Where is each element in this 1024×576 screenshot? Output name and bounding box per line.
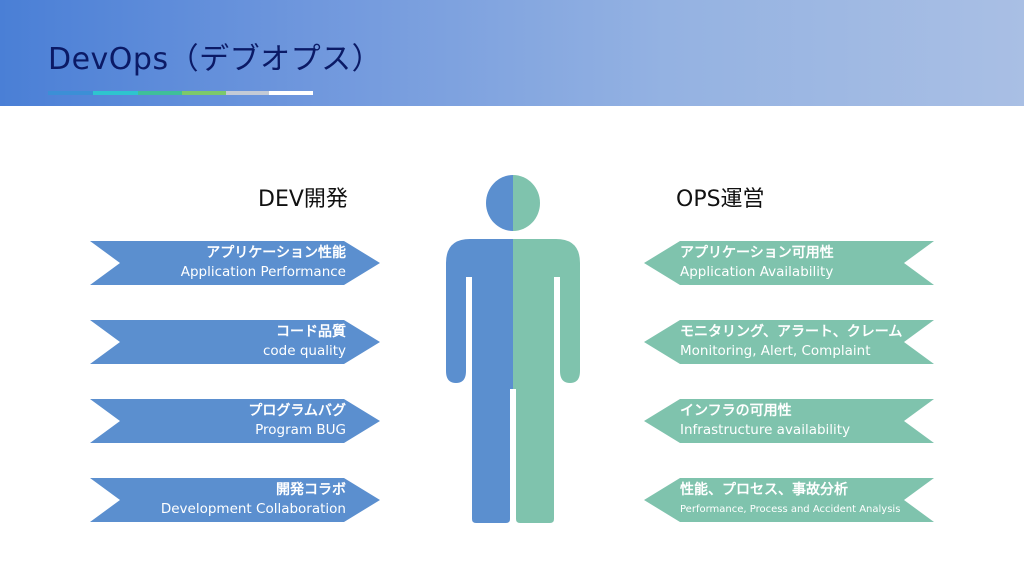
ops-item: アプリケーション可用性 Application Availability	[644, 241, 934, 285]
dev-item-en: Program BUG	[255, 422, 346, 438]
dev-item: アプリケーション性能 Application Performance	[90, 241, 380, 285]
accent-segment-2	[93, 91, 138, 95]
ops-item-en: Application Availability	[680, 264, 834, 280]
accent-segment-6	[269, 91, 313, 95]
ops-item-en: Performance, Process and Accident Analys…	[680, 504, 901, 515]
ops-banner-shape	[644, 478, 934, 522]
ops-item-en: Infrastructure availability	[680, 422, 851, 438]
ops-item-jp: 性能、プロセス、事故分析	[680, 482, 848, 498]
ops-banner-shape	[644, 320, 934, 364]
dev-banner-shape	[90, 320, 380, 364]
dev-item-en: Development Collaboration	[160, 501, 346, 517]
dev-item: 開発コラボ Development Collaboration	[90, 478, 380, 522]
dev-item-jp: コード品質	[276, 324, 346, 340]
ops-item-jp: モニタリング、アラート、クレーム	[680, 324, 903, 340]
dev-heading: DEV開発	[258, 187, 348, 212]
ops-item: モニタリング、アラート、クレーム Monitoring, Alert, Compl…	[644, 320, 934, 364]
dev-banner-shape	[90, 241, 380, 285]
ops-item: 性能、プロセス、事故分析 Performance, Process and Acc…	[644, 478, 934, 522]
dev-item: プログラムバグ Program BUG	[90, 399, 380, 443]
accent-segment-1	[48, 91, 93, 95]
dev-item-en: code quality	[262, 343, 346, 359]
slide-title: DevOps（デブオプス）	[48, 42, 383, 77]
ops-banner-shape	[644, 241, 934, 285]
accent-segment-5	[226, 91, 269, 95]
ops-item: インフラの可用性 Infrastructure availability	[644, 399, 934, 443]
person-icon	[446, 175, 580, 523]
ops-heading: OPS運営	[676, 187, 765, 212]
ops-banner-shape	[644, 399, 934, 443]
ops-item-jp: インフラの可用性	[680, 403, 792, 419]
dev-banner-shape	[90, 478, 380, 522]
header-banner	[0, 0, 1024, 106]
dev-item-jp: プログラムバグ	[248, 403, 346, 419]
accent-segment-3	[138, 91, 182, 95]
ops-item-en: Monitoring, Alert, Complaint	[680, 343, 871, 359]
dev-item-jp: 開発コラボ	[276, 482, 346, 498]
accent-segment-4	[182, 91, 226, 95]
ops-item-jp: アプリケーション可用性	[680, 245, 834, 261]
dev-item: コード品質 code quality	[90, 320, 380, 364]
dev-item-jp: アプリケーション性能	[206, 245, 346, 261]
dev-item-en: Application Performance	[180, 264, 346, 280]
dev-banner-shape	[90, 399, 380, 443]
